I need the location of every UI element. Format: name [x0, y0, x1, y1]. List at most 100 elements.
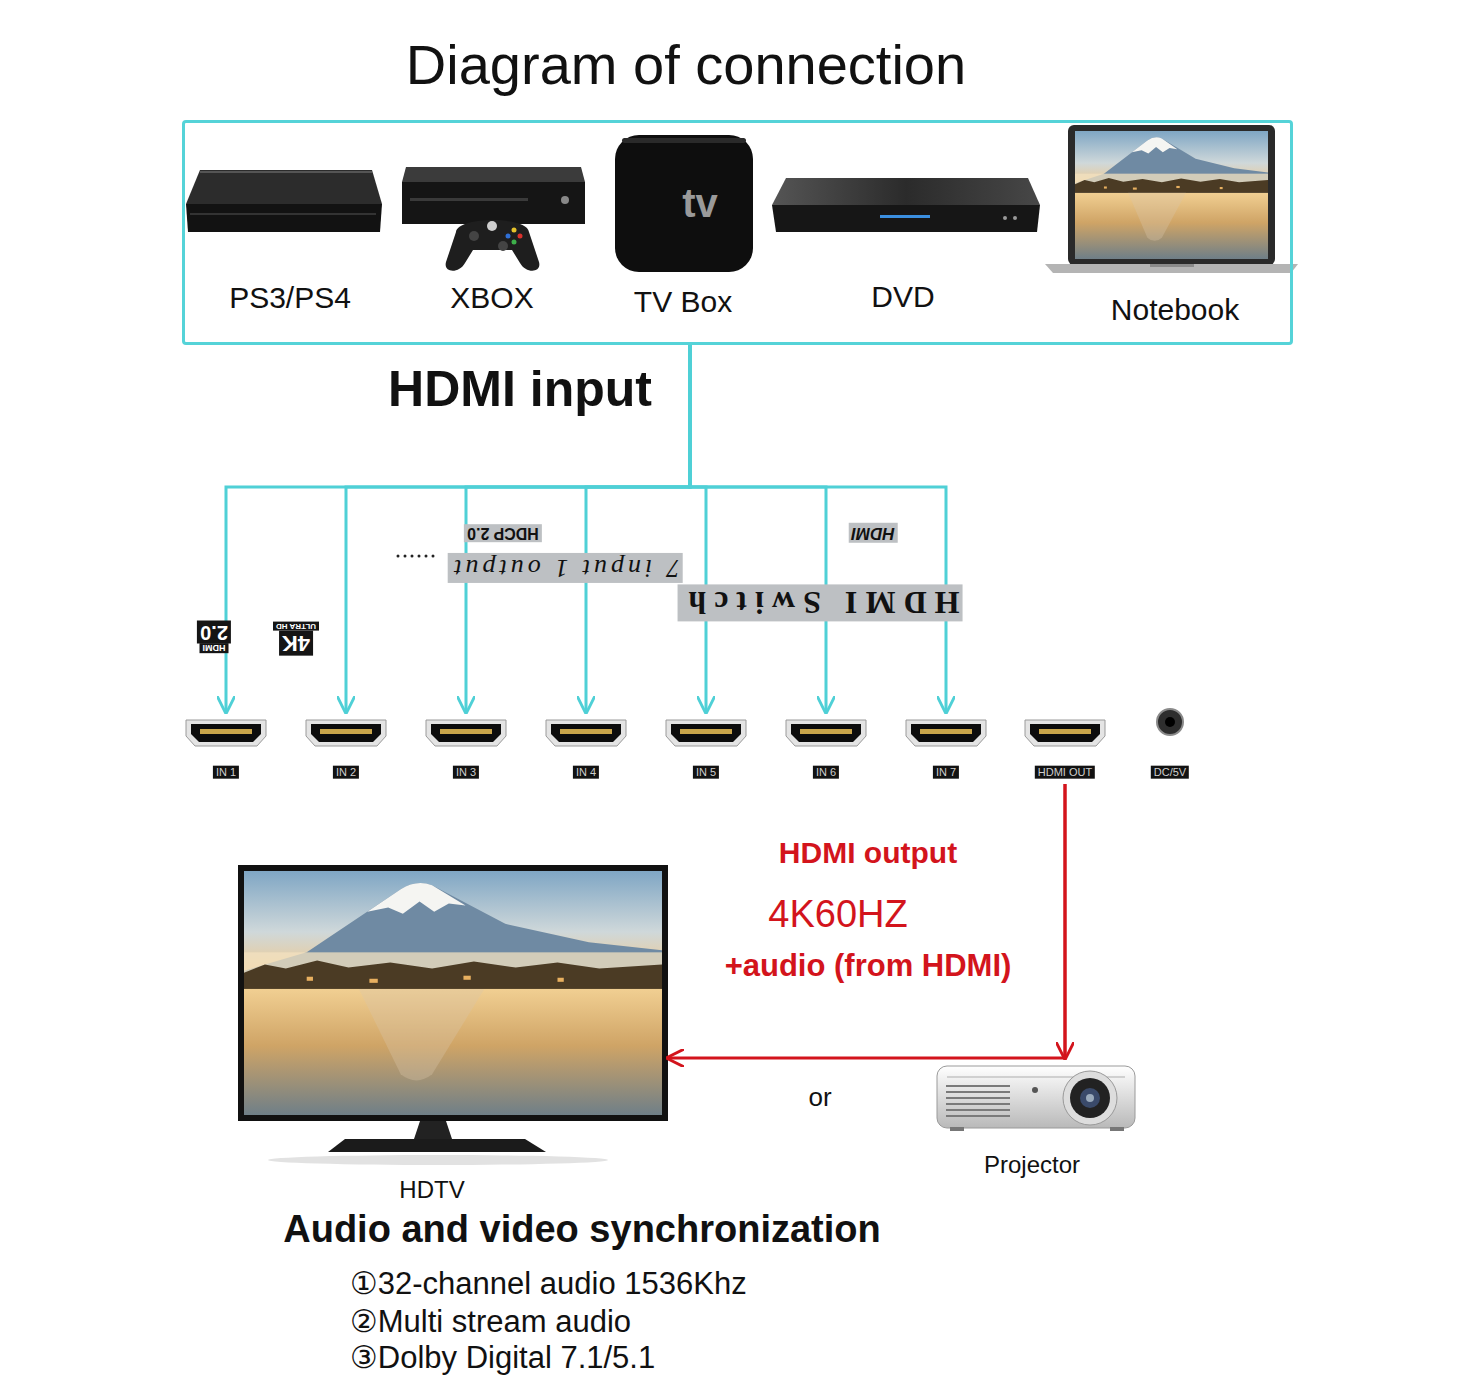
port-label: IN 1 — [213, 766, 239, 779]
port-label: IN 7 — [933, 766, 959, 779]
hdmi-input-port: IN 6 — [782, 712, 870, 784]
device-label: Notebook — [1111, 293, 1239, 328]
port-label: IN 5 — [693, 766, 719, 779]
hdtv — [238, 865, 668, 1121]
notebook — [1068, 125, 1275, 265]
hdmi-socket-inner — [791, 724, 861, 742]
switch-print: HDCP 2.0 — [464, 524, 542, 542]
hdmi-socket-pins — [440, 729, 492, 734]
port-label: DC/5V — [1151, 766, 1189, 779]
signal-cable — [226, 345, 690, 712]
badge-text: HDMI — [200, 643, 229, 653]
print-dots — [404, 555, 407, 558]
hdmi-input-port: IN 5 — [662, 712, 750, 784]
ps-console — [200, 171, 372, 173]
tv-box — [615, 135, 753, 272]
notebook — [1045, 125, 1298, 273]
game-controller — [498, 241, 508, 251]
diagram-title: Diagram of connection — [406, 33, 966, 97]
hdmi-socket-pins — [320, 729, 372, 734]
badge-text: 4K — [279, 630, 313, 655]
ps-console — [186, 170, 382, 232]
signal-label: 4K60HZ — [768, 893, 907, 937]
print-dots — [397, 555, 400, 558]
signal-cable — [690, 345, 946, 712]
game-controller — [469, 231, 479, 241]
print-dots — [418, 555, 421, 558]
hdmi-socket-pins — [560, 729, 612, 734]
device-label: HDTV — [399, 1176, 464, 1204]
hdmi-input-port: IN 1 — [182, 712, 270, 784]
hdmi-input-port: IN 2 — [302, 712, 390, 784]
notebook — [1150, 264, 1194, 267]
game-controller — [506, 234, 511, 239]
tv-box — [622, 138, 746, 143]
dvd-player — [880, 215, 930, 218]
game-controller — [518, 234, 523, 239]
source-device: tvTV Box — [600, 130, 765, 320]
badge-text: 2.0 — [197, 621, 231, 644]
device-label: XBOX — [450, 281, 533, 316]
hdtv — [414, 1121, 452, 1139]
signal-cable — [690, 345, 706, 712]
port-label: IN 6 — [813, 766, 839, 779]
notebook — [1045, 264, 1298, 273]
source-device: XBOX — [395, 150, 590, 320]
device-label: Projector — [984, 1151, 1080, 1179]
power-jack: DC/5V — [1140, 712, 1200, 784]
source-device: Notebook — [1045, 124, 1290, 338]
switch-print: 7 input 1 output — [447, 553, 682, 583]
port-label: IN 2 — [333, 766, 359, 779]
port-label: HDMI OUT — [1035, 766, 1095, 779]
game-controller — [446, 220, 540, 271]
switch-outline — [108, 516, 1270, 798]
group-heading: HDMI input — [388, 361, 652, 419]
dvd-player — [772, 205, 1040, 232]
power-jack-ring — [1157, 709, 1183, 735]
choice-word: or — [808, 1083, 831, 1113]
hdmi-socket-pins — [1039, 729, 1091, 734]
projector — [950, 1127, 964, 1131]
hdmi-input-port: IN 7 — [902, 712, 990, 784]
print-dots — [411, 555, 414, 558]
feature-item: ①32-channel audio 1536Khz — [350, 1266, 747, 1302]
dvd-player — [772, 178, 1040, 205]
notebook — [1075, 131, 1268, 259]
ps-console — [190, 213, 376, 215]
hdmi-socket-pins — [680, 729, 732, 734]
signal-label: HDMI output — [779, 836, 957, 871]
switch-name: HDMI Switch — [677, 585, 962, 622]
hdmi-output-port: HDMI OUT — [1021, 712, 1109, 784]
switch-logo: HDMI — [848, 523, 897, 543]
hdtv — [244, 871, 662, 1115]
badge-text: ULTRA HD — [273, 621, 319, 630]
signal-label: +audio (from HDMI) — [725, 948, 1012, 984]
feature-item: ②Multi stream audio — [350, 1304, 631, 1340]
hdmi-socket-inner — [431, 724, 501, 742]
device-label: TV Box — [634, 285, 732, 320]
signal-cable — [690, 345, 826, 712]
hdmi-socket-pins — [800, 729, 852, 734]
display-device: HDTV — [238, 862, 668, 1207]
dvd-player — [772, 178, 1040, 232]
hdmi-socket-inner — [911, 724, 981, 742]
feature-heading: Audio and video synchronization — [283, 1208, 880, 1252]
hdmi-socket — [306, 720, 386, 746]
hdmi-socket — [546, 720, 626, 746]
print-dots — [425, 555, 428, 558]
signal-cable — [668, 784, 1065, 1058]
device-label: PS3/PS4 — [229, 281, 351, 316]
hdtv — [238, 865, 668, 1165]
hdmi-socket — [906, 720, 986, 746]
source-device: DVD — [770, 150, 1045, 320]
signal-cable — [346, 345, 690, 712]
output-group-outline — [1013, 703, 1123, 775]
hdmi-socket — [666, 720, 746, 746]
game-controller — [446, 220, 540, 271]
switch-front-panel — [118, 682, 1260, 788]
hdmi-socket — [426, 720, 506, 746]
hdmi-input-port: IN 4 — [542, 712, 630, 784]
xbox-console — [561, 196, 569, 204]
